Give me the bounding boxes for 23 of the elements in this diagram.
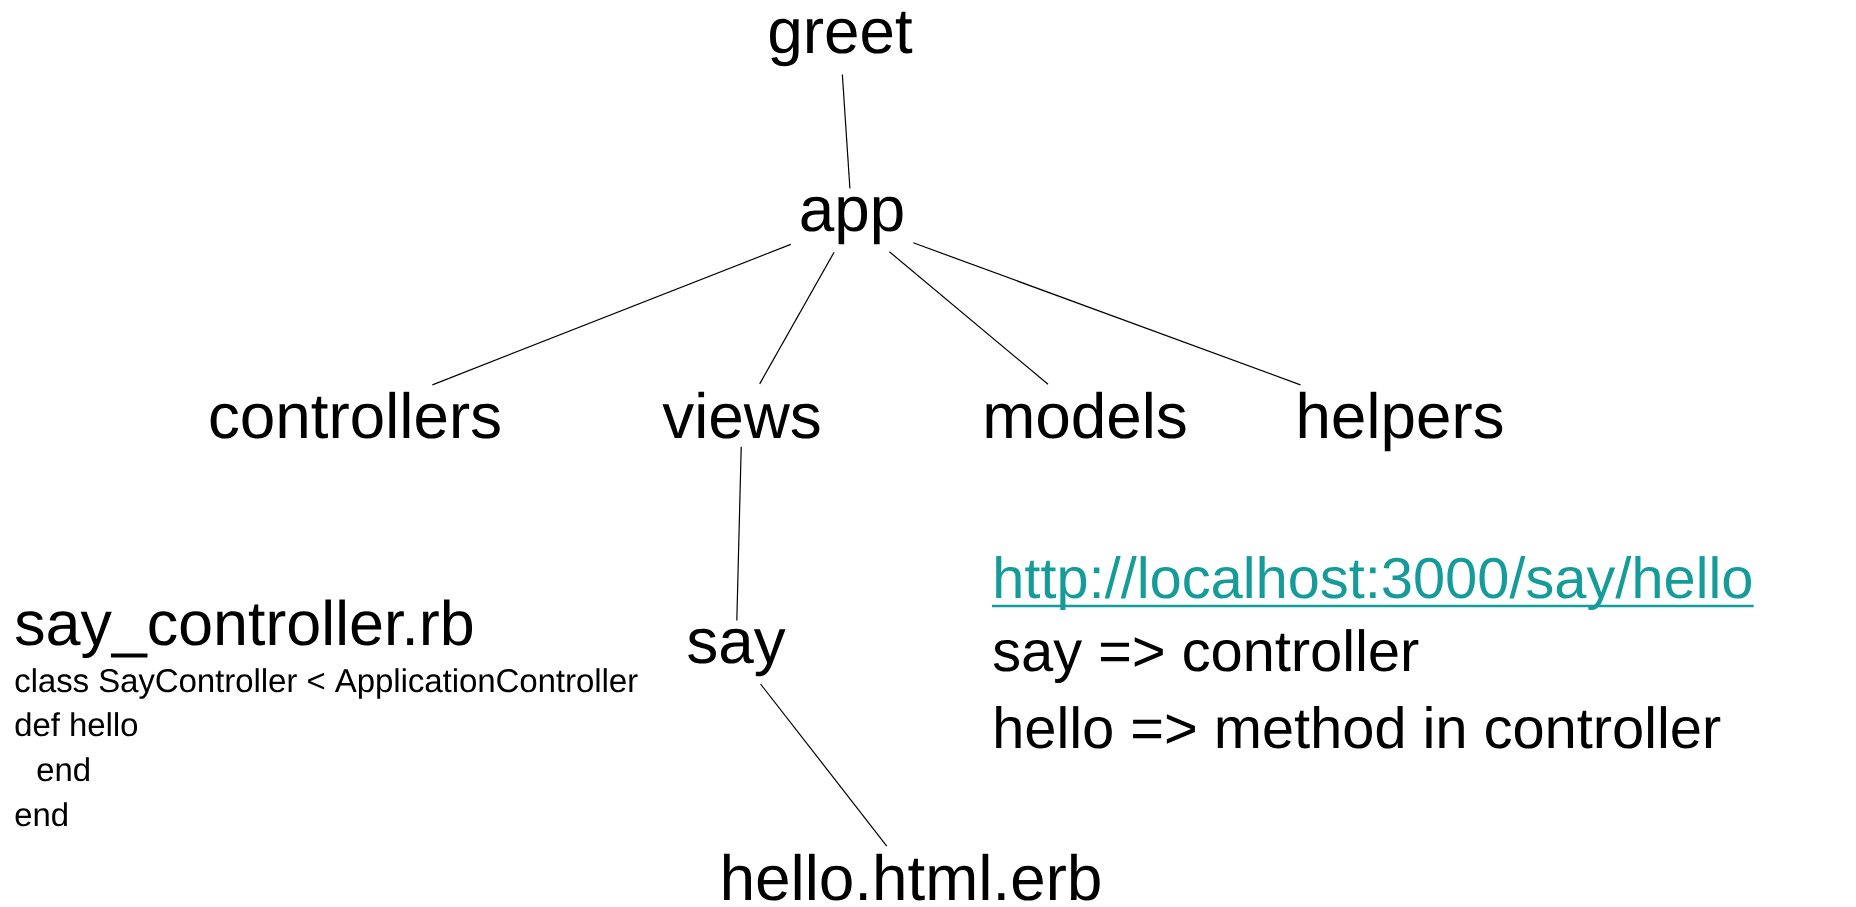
- folder-label: say: [688, 628, 786, 677]
- tree-line: [759, 683, 888, 847]
- code-text: def hello: [15, 712, 138, 737]
- link: http://localhost:3000/say/hello: [992, 556, 1754, 610]
- tree-line: [888, 251, 1049, 385]
- text-label: hello => method in controller: [996, 706, 1721, 749]
- text-label: say_controller.rb: [15, 599, 472, 659]
- folder-label: greet: [770, 11, 913, 67]
- folder-label: hello.html.erb: [724, 853, 1100, 901]
- folder-label: controllers: [210, 391, 500, 439]
- tree-line: [759, 251, 835, 385]
- tree-line: [431, 243, 792, 386]
- folder-label: helpers: [1299, 391, 1503, 452]
- code-text: end: [15, 802, 67, 827]
- code-text: end: [37, 757, 89, 782]
- folder-label: models: [986, 391, 1186, 439]
- code-text: class SayController < ApplicationController: [15, 668, 638, 699]
- tree-line: [736, 446, 742, 622]
- tree-line: [841, 73, 851, 190]
- folder-label: app: [801, 196, 903, 245]
- text-label: say => controller: [993, 629, 1419, 683]
- tree-line: [912, 242, 1302, 386]
- folder-label: views: [662, 391, 820, 439]
